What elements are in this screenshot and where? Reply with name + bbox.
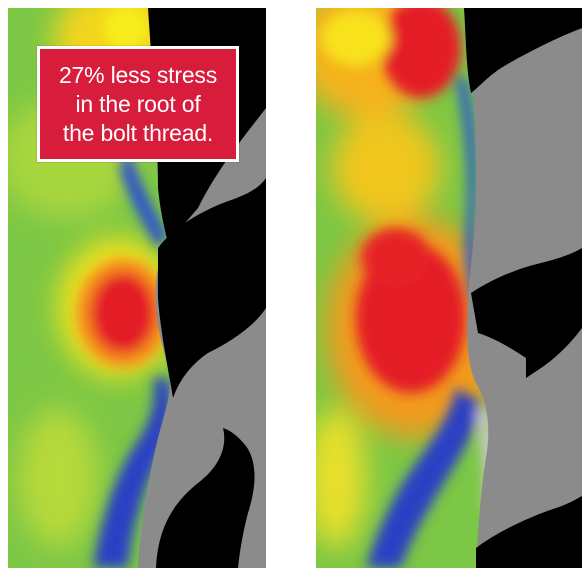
thread-lower-left (156, 428, 255, 568)
callout-line-1: 27% less stress (58, 61, 218, 88)
thread-middle-left (158, 178, 266, 398)
stress-map-left: 27% less stress in the root of the bolt … (8, 8, 266, 568)
stress-reduction-callout: 27% less stress in the root of the bolt … (37, 46, 239, 162)
stress-map-right-graphic (316, 8, 582, 568)
thread-upper-right (464, 8, 582, 93)
callout-line-2: in the root of (75, 90, 201, 117)
stress-map-right (316, 8, 582, 568)
stress-hotspot-left (77, 8, 169, 367)
callout-line-3: the bolt thread. (62, 119, 214, 146)
stress-hotspot-right (321, 8, 466, 393)
thread-lower-right (476, 496, 582, 568)
thread-middle-right (471, 248, 582, 378)
